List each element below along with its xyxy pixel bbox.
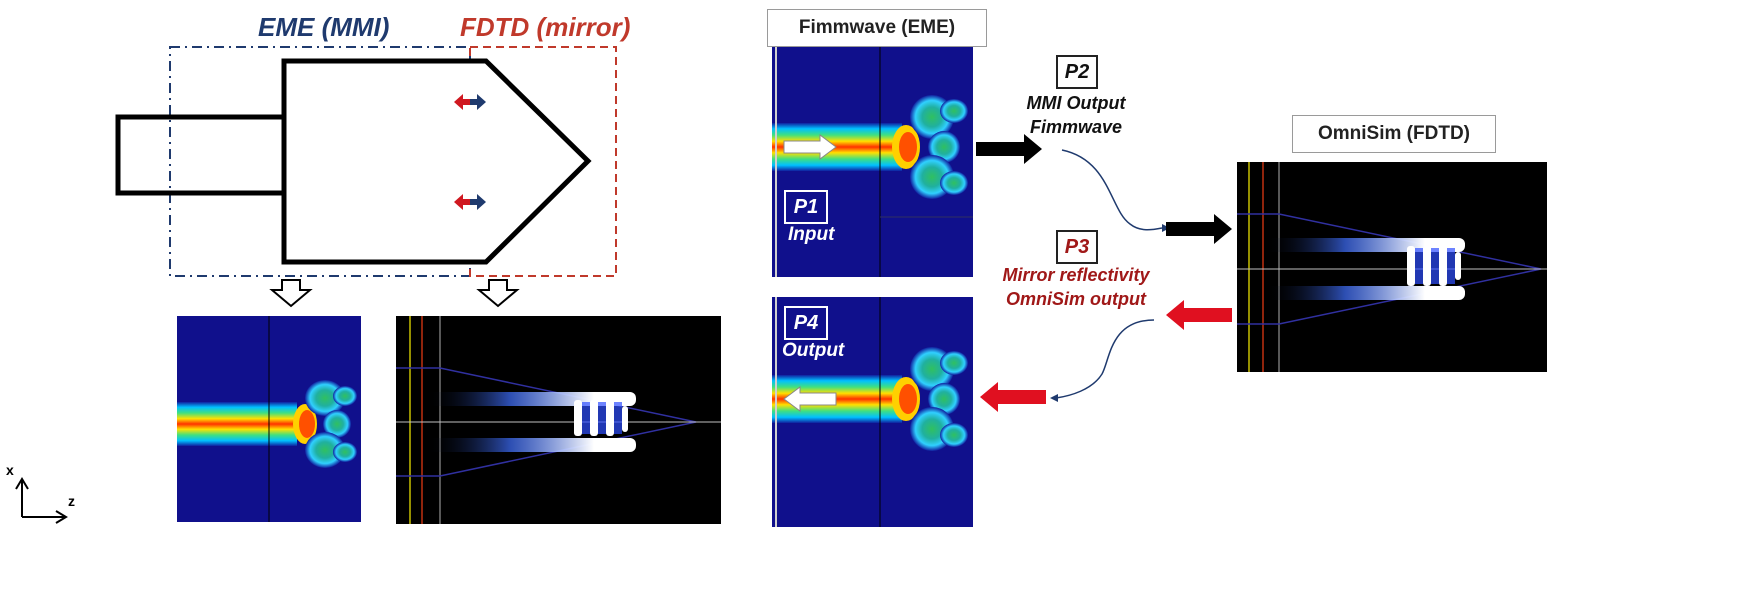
down-arrow-eme-icon	[269, 279, 313, 308]
red-arrow-to-fimmwave-icon	[980, 382, 1046, 412]
p1-tag: P1	[784, 190, 828, 224]
axis-indicator	[15, 477, 68, 524]
p3-description: Mirror reflectivity OmniSim output	[990, 263, 1162, 311]
eme-field-map-lower	[177, 316, 361, 522]
interface-arrow-bottom	[454, 194, 486, 210]
black-arrow-to-omnisim-icon	[1166, 214, 1232, 244]
eme-mmi-header: EME (MMI)	[258, 12, 390, 42]
fimmwave-output-field-map	[772, 297, 973, 527]
mmi-body-shape	[281, 58, 592, 265]
omnisim-title: OmniSim (FDTD)	[1292, 115, 1496, 153]
axis-z-label: z	[68, 493, 75, 509]
input-waveguide-shape	[115, 114, 287, 196]
p1-input-label: Input	[788, 224, 835, 245]
fimmwave-title: Fimmwave (EME)	[767, 9, 987, 47]
p3-tag: P3	[1056, 230, 1098, 264]
coupling-flow-arrows	[976, 134, 1232, 412]
p4-tag: P4	[784, 306, 828, 340]
input-direction-arrow-icon	[783, 134, 837, 160]
fimmwave-input-field-map	[772, 47, 973, 277]
p2-line-2: Fimmwave	[1029, 117, 1123, 137]
p2-line-1: MMI Output	[1026, 93, 1126, 113]
red-arrow-from-omnisim-icon	[1166, 300, 1232, 330]
fdtd-mirror-header: FDTD (mirror)	[460, 12, 631, 42]
fdtd-field-map-lower	[396, 316, 721, 524]
axis-x-label: x	[6, 462, 14, 478]
p2-tag: P2	[1056, 55, 1098, 89]
p2-description: MMI Output Fimmwave	[990, 91, 1162, 139]
fdtd-region-outline	[469, 46, 617, 277]
mmi-mirror-schematic	[115, 46, 617, 308]
p4-output-label: Output	[782, 340, 845, 361]
interface-arrow-top	[454, 94, 486, 110]
down-arrow-fdtd-icon	[476, 279, 520, 308]
p3-line-1: Mirror reflectivity	[1002, 265, 1150, 285]
omnisim-field-map	[1237, 162, 1547, 372]
black-arrow-to-p2-icon	[976, 134, 1042, 164]
output-direction-arrow-icon	[783, 386, 837, 412]
p3-line-2: OmniSim output	[1006, 289, 1146, 309]
